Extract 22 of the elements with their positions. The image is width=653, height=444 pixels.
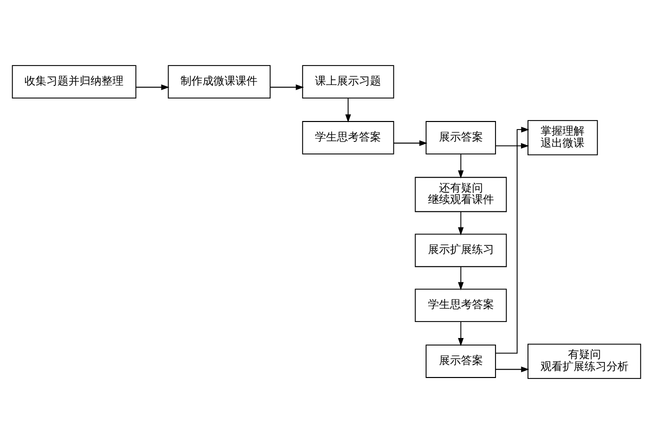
node-box: 学生思考答案: [302, 121, 394, 154]
node-box: 有疑问 观看扩展练习分析: [528, 344, 642, 379]
arrow: [136, 84, 170, 90]
arrow: [458, 266, 464, 290]
node-box: 展示答案: [426, 121, 496, 154]
arrow: [495, 366, 530, 372]
arrow: [345, 98, 351, 123]
node-box: 制作成微课课件: [168, 65, 271, 98]
arrow: [270, 84, 304, 90]
arrow: [394, 140, 428, 146]
arrow: [495, 126, 530, 354]
node-box: 课上展示习题: [302, 65, 394, 98]
node-box: 掌握理解 退出微课: [528, 120, 598, 156]
node-box: 还有疑问 继续观看课件: [414, 176, 507, 212]
arrow: [458, 154, 464, 178]
arrow: [458, 321, 464, 346]
node-box: 收集习题并归纳整理: [12, 65, 136, 98]
arrow: [458, 211, 464, 236]
node-box: 展示答案: [426, 344, 496, 378]
arrow: [495, 143, 530, 149]
node-box: 学生思考答案: [414, 288, 507, 322]
node-box: 展示扩展练习: [414, 234, 507, 268]
